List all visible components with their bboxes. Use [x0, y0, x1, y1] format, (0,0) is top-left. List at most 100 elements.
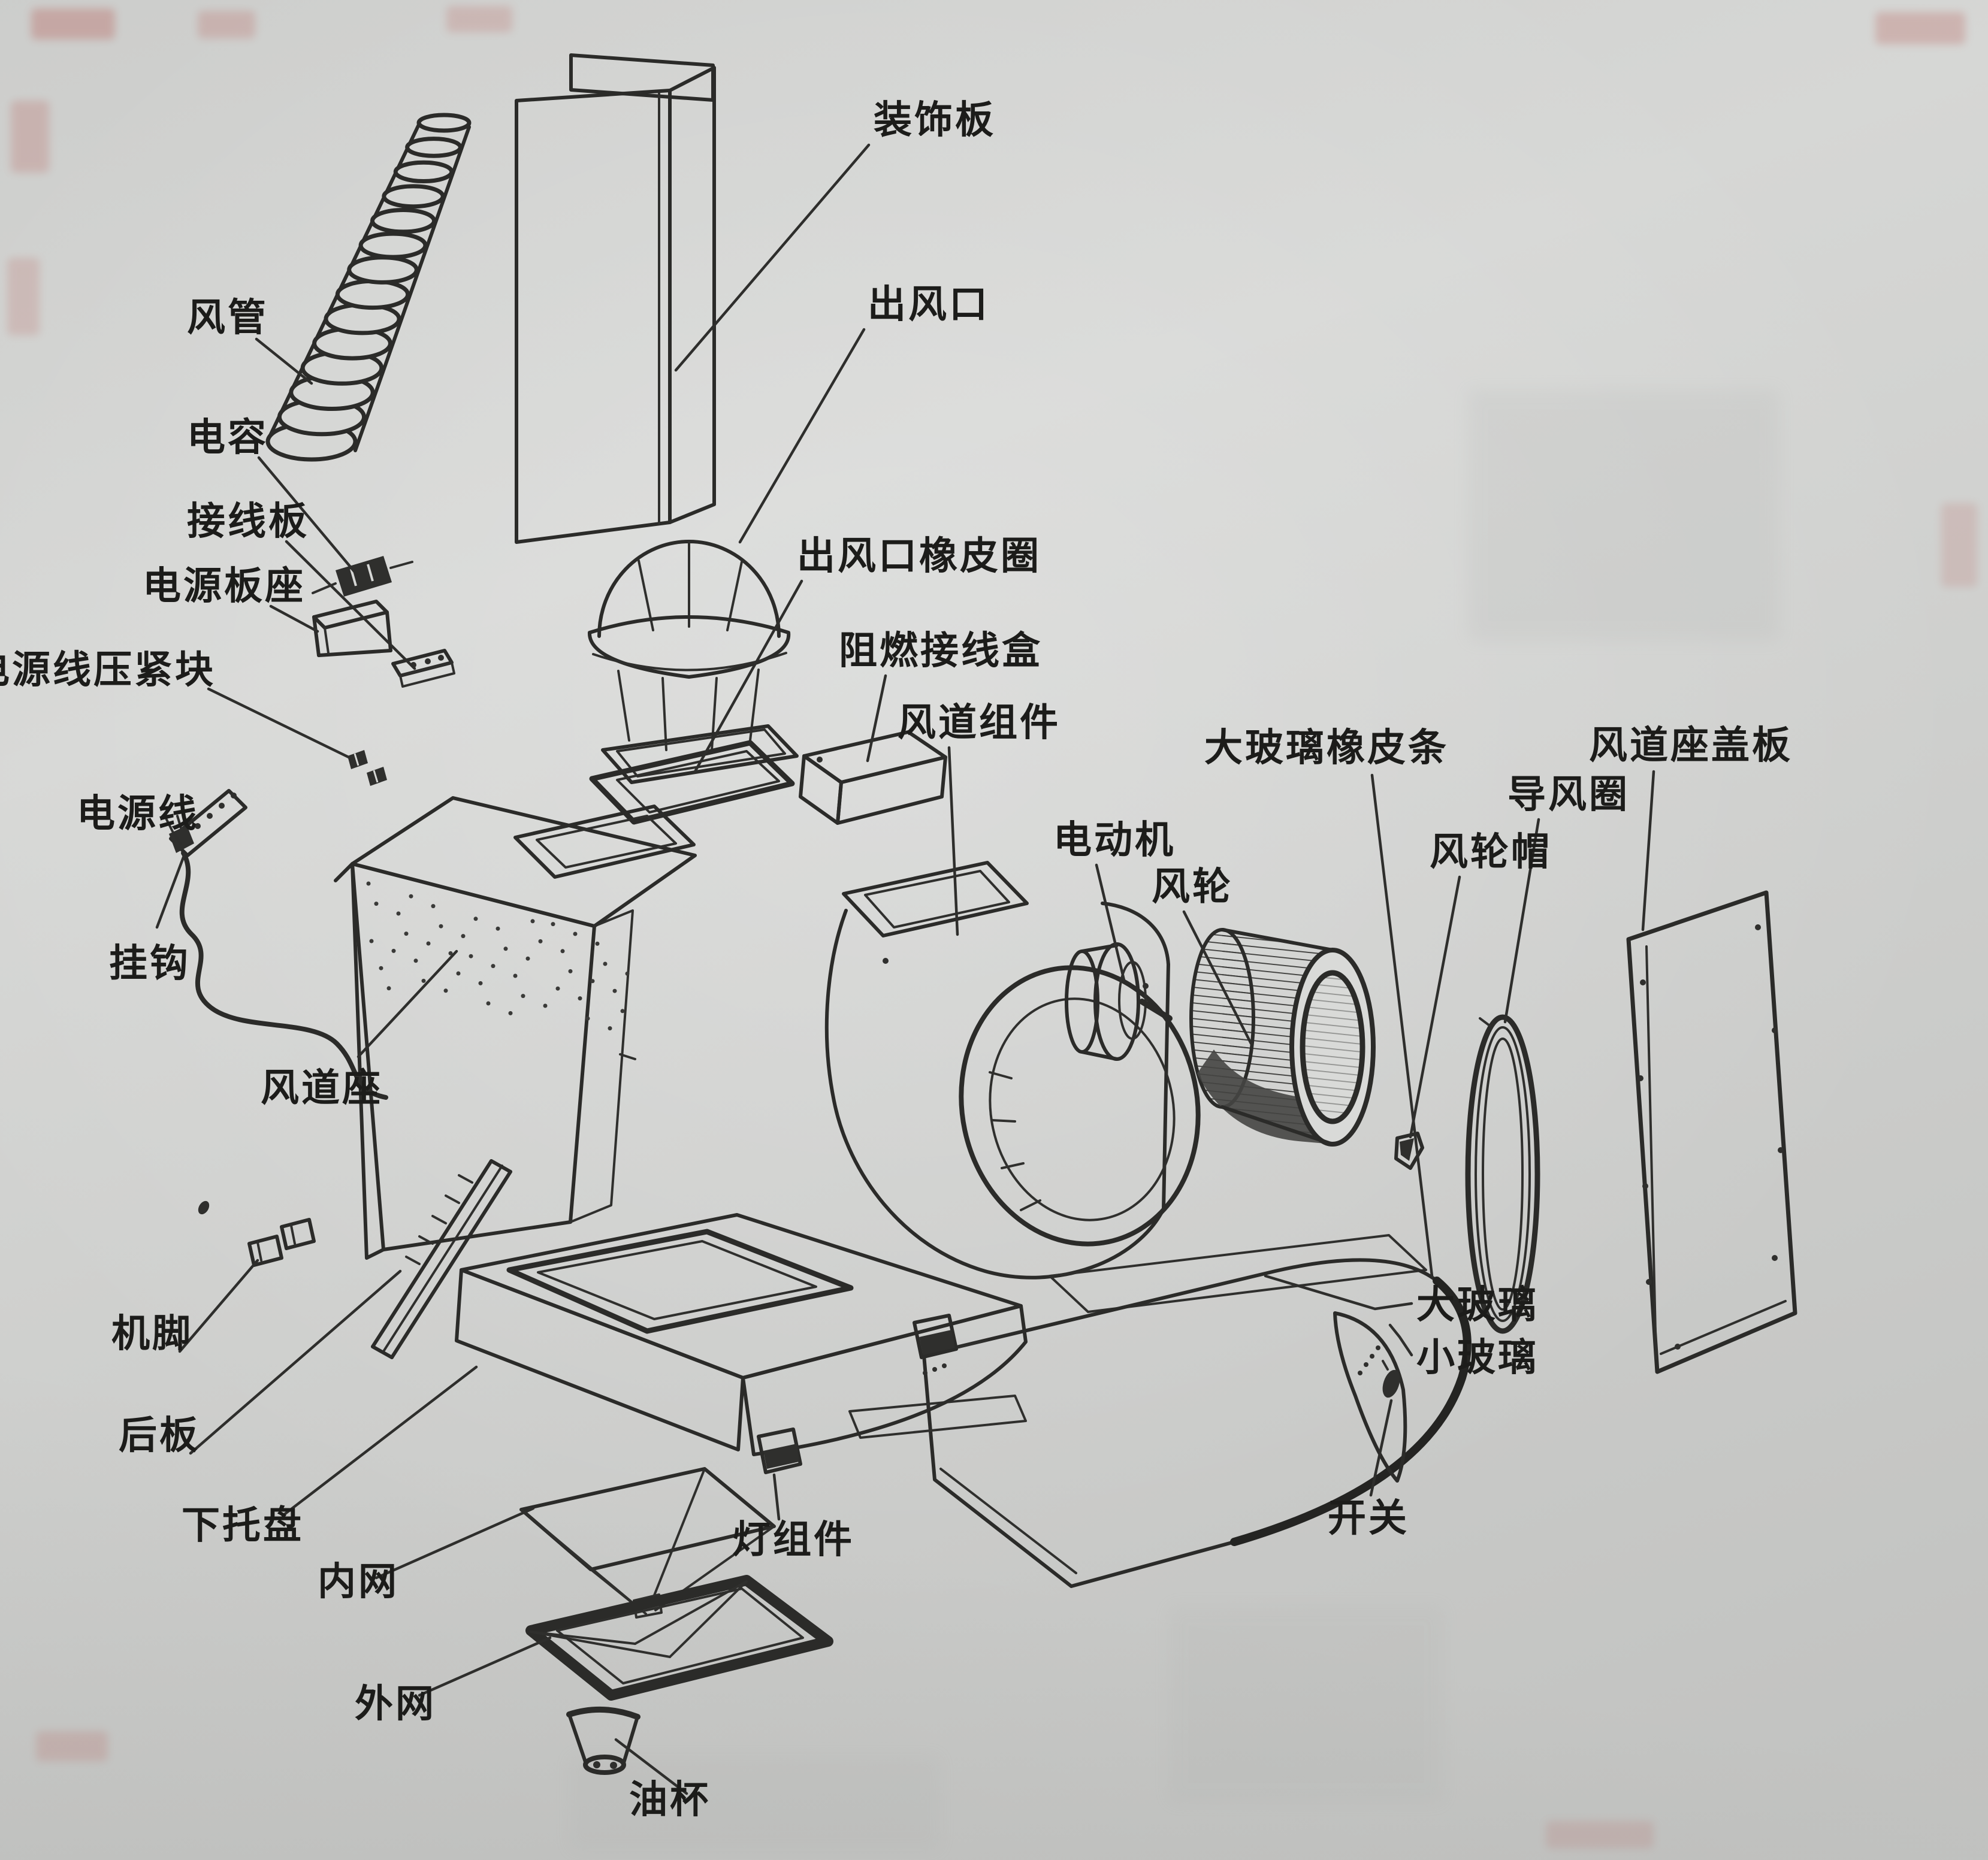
speckle-dot — [612, 988, 617, 993]
speckle-dot — [568, 969, 573, 973]
leader-line-fengdaozuo — [356, 949, 458, 1058]
speckle-dot — [374, 902, 379, 906]
leader-line-waiwang — [418, 1636, 552, 1697]
part-label-jijiao: 机脚 — [111, 1312, 193, 1355]
speckle-dot — [369, 939, 374, 943]
leader-line-zuran-jiexianhe — [866, 674, 887, 763]
bleedthrough-mark — [1468, 389, 1779, 641]
speckle-dot — [525, 956, 530, 961]
bleedthrough-mark — [11, 101, 49, 173]
leader-line-fengguan — [255, 337, 313, 385]
speckle-dot — [543, 1003, 548, 1008]
bleedthrough-mark — [198, 11, 255, 38]
part-decorative-panel — [515, 53, 716, 544]
leader-line-daboli — [1264, 1274, 1413, 1311]
speckle-dot — [585, 1016, 590, 1021]
leader-line-neiwang — [374, 1507, 535, 1580]
speckle-dot — [603, 961, 608, 966]
bleedthrough-mark — [31, 8, 115, 40]
part-air-guide-ring — [1465, 1014, 1540, 1334]
speckle-dot — [608, 1026, 612, 1031]
leader-line-kaiguan — [1369, 1399, 1393, 1497]
part-label-diandongji: 电动机 — [1053, 819, 1176, 861]
leader-line-dianrong — [257, 456, 360, 578]
leader-line-fengdaozuo-gaiban — [1641, 770, 1655, 931]
part-motor — [1065, 942, 1173, 1061]
part-label-dianrong: 电容 — [187, 416, 268, 459]
duct-ring — [335, 279, 410, 310]
speckle-dot — [473, 917, 478, 921]
duct-ring — [393, 160, 454, 183]
part-label-fengdao-zujian: 风道组件 — [898, 701, 1061, 744]
part-labels: 装饰板出风口风管电容接线板电源板座电源线压紧块电源线挂钩风道座机脚后板下托盘内网… — [0, 99, 1790, 1821]
speckle-dot — [391, 948, 396, 953]
part-air-outlet — [587, 540, 799, 784]
speckle-dot — [496, 926, 500, 931]
part-feet — [198, 1200, 316, 1267]
part-label-xiaoboli: 小玻璃 — [1416, 1336, 1539, 1379]
duct-ring — [405, 137, 463, 158]
leader-line-dianyuanxian-yajinkuai — [207, 687, 353, 760]
leader-line-jijiao — [178, 1259, 259, 1353]
part-junction-box — [799, 730, 947, 825]
speckle-dot — [379, 966, 383, 970]
speckle-dot — [456, 971, 461, 976]
speckle-dot — [448, 951, 453, 955]
part-duct-assembly — [824, 861, 1201, 1280]
bleedthrough-mark — [1941, 503, 1977, 587]
leader-line-zhuangshiban — [674, 143, 871, 372]
part-duct — [265, 113, 472, 462]
part-outlet-rubber-ring — [589, 740, 795, 825]
part-power-cord — [165, 815, 388, 1100]
speckle-dot — [521, 994, 525, 999]
part-duct-seat-cover — [1626, 890, 1797, 1374]
part-label-waiwang: 外网 — [355, 1683, 436, 1725]
part-label-fengguan: 风管 — [187, 297, 268, 339]
part-label-xiatuopan: 下托盘 — [182, 1504, 304, 1547]
part-label-zhuangshiban: 装饰板 — [874, 99, 996, 141]
leader-line-fenglun — [1182, 910, 1253, 1045]
leader-line-dengzujian — [772, 1473, 781, 1521]
part-label-fengdaozuo: 风道座 — [261, 1067, 383, 1109]
part-back-panel — [371, 1159, 512, 1359]
bleedthrough-mark — [1546, 1821, 1654, 1849]
part-label-daboli: 大玻璃 — [1416, 1284, 1539, 1326]
part-label-jiexianban: 接线板 — [187, 500, 309, 543]
leader-line-dianyuanxian — [172, 831, 182, 846]
speckle-dot — [530, 919, 535, 924]
speckle-dot — [538, 939, 543, 943]
speckle-dot — [431, 904, 436, 909]
leader-line-chufengkou — [738, 328, 866, 544]
bleedthrough-mark — [7, 258, 40, 335]
leader-line-xiaoboli — [1388, 1323, 1413, 1357]
leader-lines — [155, 143, 1655, 1795]
part-outer-mesh — [525, 1575, 833, 1701]
speckle-dot — [555, 986, 560, 991]
speckle-dot — [625, 971, 630, 976]
leader-line-xiatuopan — [281, 1365, 478, 1517]
bleedthrough-mark — [1875, 12, 1965, 44]
bleedthrough-mark — [1168, 1605, 1444, 1803]
duct-ring — [347, 255, 419, 285]
duct-ring — [358, 231, 428, 259]
speckle-dot — [560, 949, 565, 954]
leader-line-fengdao-zujian — [947, 746, 959, 936]
part-label-kaiguan: 开关 — [1328, 1497, 1409, 1540]
part-label-guagou: 挂钩 — [109, 942, 191, 985]
duct-ring — [382, 184, 445, 209]
speckle-dot — [578, 996, 582, 1001]
speckle-dot — [396, 911, 401, 916]
leader-line-dianyuanbanzuo — [269, 604, 319, 633]
part-cord-clamp-blocks — [348, 750, 387, 786]
duct-ring — [416, 113, 472, 133]
speckle-dot — [469, 954, 473, 958]
part-label-dianyuanxian-yajinkuai: 电源线压紧块 — [0, 649, 216, 691]
part-duct-seat — [334, 796, 697, 1260]
speckle-dot — [443, 988, 448, 993]
part-label-chufengkou: 出风口 — [868, 283, 990, 326]
leader-line-daboli-xiangpitiao — [1370, 773, 1434, 1278]
part-lamp-assembly — [757, 1314, 958, 1474]
leader-line-chufengkou-xiangpiquan — [693, 579, 803, 773]
